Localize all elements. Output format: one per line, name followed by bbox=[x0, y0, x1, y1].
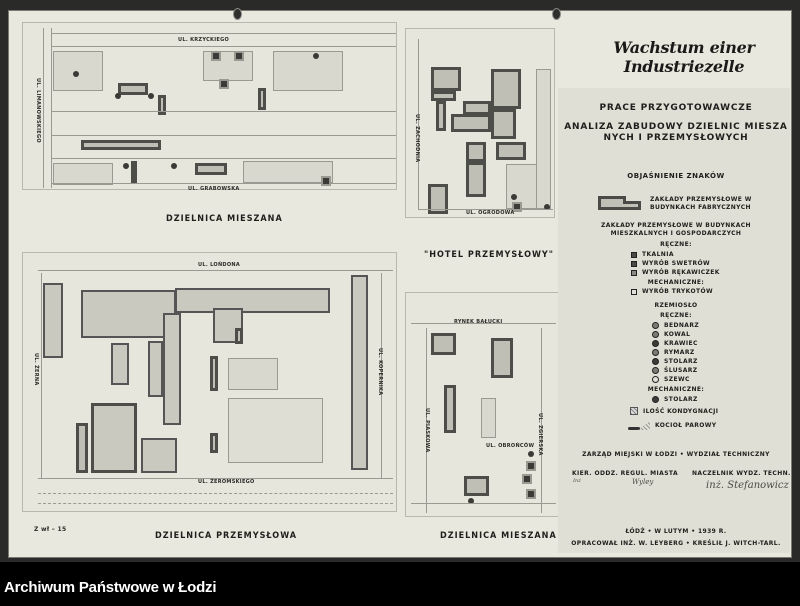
street-label: UL. OBROŃCÓW bbox=[486, 443, 535, 449]
circle-icon bbox=[652, 367, 659, 374]
factory-building bbox=[258, 88, 266, 110]
street-label: UL. ZACHODNIA bbox=[414, 114, 420, 163]
circle-icon bbox=[652, 331, 659, 338]
map-title: DZIELNICA PRZEMYSŁOWA bbox=[155, 531, 297, 541]
map-mixed-district-north: UL. KRZYCKIEGO UL. LIMANOWSKIEGO UL. GRA… bbox=[22, 22, 397, 192]
street-label: UL. LOŃDONA bbox=[198, 262, 241, 268]
circle-icon bbox=[652, 396, 659, 403]
legend-item: BEDNARZ bbox=[652, 322, 699, 329]
document-title: Wachstum einer Industriezelle bbox=[613, 38, 755, 76]
legend-panel bbox=[558, 88, 790, 553]
hatch-icon bbox=[630, 407, 638, 415]
legend-item: ILOŚĆ KONDYGNACJI bbox=[630, 407, 718, 415]
map-title: "HOTEL PRZEMYSŁOWY" bbox=[424, 250, 555, 260]
square-icon bbox=[631, 288, 637, 295]
catalog-mark: Z wł – 15 bbox=[34, 526, 67, 533]
factory-building bbox=[175, 288, 330, 313]
circle-icon bbox=[652, 358, 659, 365]
legend-item: WYRÓB SWETRÓW bbox=[631, 260, 710, 267]
legend-item: WYRÓB RĘKAWICZEK bbox=[631, 269, 720, 276]
heading-preparatory: PRACE PRZYGOTOWAWCZE bbox=[599, 103, 753, 113]
street-label: UL. ŻERNA bbox=[33, 353, 39, 386]
street-label: UL. LIMANOWSKIEGO bbox=[35, 78, 41, 143]
archive-name: Archiwum Państwowe w Łodzi bbox=[4, 579, 217, 596]
square-icon bbox=[631, 251, 637, 258]
legend-item: KOCIOŁ PAROWY bbox=[628, 421, 717, 430]
circle-icon bbox=[652, 340, 659, 347]
archive-footer bbox=[0, 562, 800, 606]
date-line: ŁÓDŹ • W LUTYM • 1939 R. bbox=[625, 528, 727, 535]
street-label: UL. ZGIERSKA bbox=[537, 413, 543, 456]
factory-building bbox=[148, 341, 163, 397]
factory-building bbox=[81, 140, 161, 150]
factory-building bbox=[163, 313, 181, 425]
street-label: UL. PIASKOWA bbox=[424, 408, 430, 453]
right-role: NACZELNIK WYDZ. TECHN. bbox=[692, 470, 791, 477]
factory-building bbox=[195, 163, 227, 175]
circle-icon bbox=[652, 349, 659, 356]
legend-item: STOLARZ bbox=[652, 396, 698, 403]
street-label: UL. KOPERNIKA bbox=[377, 348, 383, 396]
right-signature: inż. Stefanowicz bbox=[706, 480, 789, 491]
factory-building bbox=[118, 83, 148, 95]
left-role: KIER. ODDZ. REGUL. MIASTA bbox=[572, 470, 679, 477]
street-label: UL. OGRODOWA bbox=[466, 210, 515, 216]
street-label: UL. GRABOWSKA bbox=[188, 186, 240, 192]
map-title: DZIELNICA MIESZANA bbox=[166, 214, 283, 224]
square-icon bbox=[631, 269, 637, 276]
heading-analysis-1: ANALIZA ZABUDOWY DZIELNIC MIESZA bbox=[564, 122, 788, 132]
circle-icon bbox=[652, 376, 659, 383]
street-label: UL. KRZYCKIEGO bbox=[178, 37, 230, 43]
factory-building bbox=[131, 161, 137, 183]
circle-icon bbox=[652, 322, 659, 329]
prepared-by: OPRACOWAŁ INŻ. W. LEYBERG • KREŚLIŁ J. W… bbox=[571, 540, 781, 547]
factory-building-icon bbox=[598, 196, 641, 210]
legend-item: ŚLUSARZ bbox=[652, 367, 698, 374]
factory-building bbox=[43, 283, 63, 358]
factory-building bbox=[158, 95, 166, 115]
legend-item: RYMARZ bbox=[652, 349, 695, 356]
boiler-icon bbox=[628, 421, 650, 430]
street-label: RYNEK BAŁUCKI bbox=[454, 319, 503, 325]
legend-item: KRAWIEC bbox=[652, 340, 698, 347]
factory-building bbox=[351, 275, 368, 470]
pin-icon bbox=[233, 8, 242, 20]
left-signature: Wyley bbox=[632, 478, 654, 486]
factory-building bbox=[81, 290, 176, 338]
map-title: DZIELNICA MIESZANA bbox=[440, 531, 557, 541]
square-icon bbox=[631, 260, 637, 267]
street-label: UL. ŻEROMSKIEGO bbox=[198, 479, 255, 485]
legend-item: TKALNIA bbox=[631, 251, 674, 258]
map-industrial-district: UL. LOŃDONA UL. ŻERNA UL. KOPERNIKA UL. … bbox=[22, 252, 397, 512]
heading-analysis-2: NYCH I PRZEMYSŁOWYCH bbox=[603, 133, 749, 143]
map-mixed-district-south: RYNEK BAŁUCKI UL. PIASKOWA UL. ZGIERSKA … bbox=[405, 292, 560, 517]
legend-item: STOLARZ bbox=[652, 358, 698, 365]
legend-title: OBJAŚNIENIE ZNAKÓW bbox=[627, 172, 725, 180]
map-industrial-hotel: UL. ZACHODNIA UL. OGRODOWA bbox=[405, 28, 555, 218]
authority-line: ZARZĄD MIEJSKI W ŁODZI • WYDZIAŁ TECHNIC… bbox=[582, 451, 770, 458]
legend-item: SZEWC bbox=[652, 376, 690, 383]
legend-item: KOWAL bbox=[652, 331, 690, 338]
legend-item: WYRÓB TRYKOTÓW bbox=[631, 288, 713, 295]
factory-building bbox=[91, 403, 137, 473]
pin-icon bbox=[552, 8, 561, 20]
